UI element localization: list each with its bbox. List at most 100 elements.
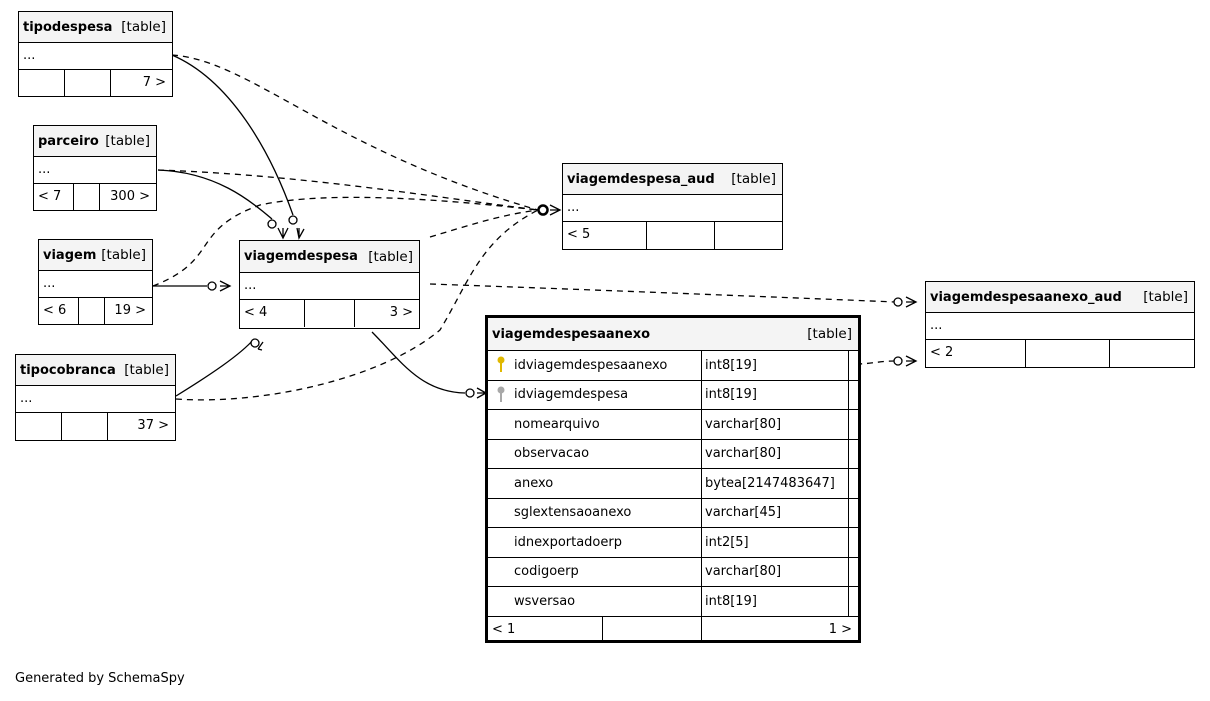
table-tipocobranca[interactable]: tipocobranca [table] ... 37 >: [15, 354, 176, 441]
table-row[interactable]: idviagemdespesa int8[19]: [488, 380, 858, 410]
column-name: sglextensaoanexo: [514, 505, 632, 521]
columns-ellipsis: ...: [34, 157, 156, 184]
crow-foot-mark: [257, 341, 264, 351]
table-viagemdespesa-aud[interactable]: viagemdespesa_aud [table] ... < 5: [562, 163, 783, 250]
column-name-cell: nomearquivo: [488, 410, 702, 439]
table-viagem[interactable]: viagem [table] ... < 6 19 >: [38, 239, 153, 325]
footer-parents: < 4: [240, 300, 305, 327]
column-name-cell: idviagemdespesa: [488, 380, 702, 409]
crow-foot-mark: [549, 204, 562, 216]
table-row[interactable]: codigoerp varchar[80]: [488, 557, 858, 587]
edge-end-circle: [207, 281, 217, 291]
foreign-key-icon: [497, 386, 505, 402]
generated-by-label: Generated by SchemaSpy: [15, 671, 185, 686]
column-spacer: [849, 469, 858, 498]
table-header: tipodespesa [table]: [19, 12, 172, 43]
table-parceiro[interactable]: parceiro [table] ... < 7 300 >: [33, 125, 157, 211]
columns-ellipsis: ...: [926, 313, 1194, 340]
table-type: [table]: [807, 326, 852, 342]
footer-rows: [603, 616, 702, 643]
table-header: parceiro [table]: [34, 126, 156, 157]
column-type: int8[19]: [702, 380, 849, 409]
table-header: tipocobranca [table]: [16, 355, 175, 386]
table-row[interactable]: wsversao int8[19]: [488, 587, 858, 617]
column-type: varchar[80]: [702, 410, 849, 439]
edge-end-circle: [537, 204, 549, 216]
edge-anexo-anexoaud: [855, 360, 896, 365]
edge-viagemdespesa-anexo: [371, 331, 466, 394]
footer-rows: [62, 413, 108, 440]
column-type: int8[19]: [702, 587, 849, 616]
table-header: viagemdespesaanexo_aud [table]: [926, 282, 1194, 313]
footer-rows: [1026, 340, 1110, 367]
table-name: tipocobranca: [20, 362, 116, 378]
table-name: parceiro: [38, 133, 99, 149]
footer-parents: [19, 70, 65, 97]
column-name: idviagemdespesa: [514, 387, 629, 403]
edge-end-circle: [288, 215, 298, 225]
crow-foot-mark: [277, 227, 289, 240]
column-name-cell: idviagemdespesaanexo: [488, 351, 702, 380]
edge-end-circle: [893, 356, 903, 366]
footer-rows: [65, 70, 111, 97]
footer-children: [715, 222, 782, 249]
footer-rows: [647, 222, 715, 249]
table-type: [table]: [101, 247, 146, 263]
crow-foot-mark: [905, 355, 918, 367]
edge-tipocobranca-aud: [175, 209, 539, 401]
crow-foot-mark: [219, 280, 232, 292]
footer-parents: [16, 413, 62, 440]
table-type: [table]: [731, 171, 776, 187]
footer-rows: [79, 298, 105, 325]
column-type: varchar[80]: [702, 557, 849, 586]
column-name-cell: observacao: [488, 439, 702, 468]
column-name-cell: anexo: [488, 469, 702, 498]
footer-children: 19 >: [114, 303, 146, 318]
column-type: int8[19]: [702, 351, 849, 380]
footer-parents: < 5: [563, 222, 647, 249]
column-spacer: [849, 381, 858, 410]
footer-children: 3 >: [389, 305, 413, 320]
column-name: codigoerp: [514, 564, 579, 580]
table-tipodespesa[interactable]: tipodespesa [table] ... 7 >: [18, 11, 173, 97]
column-type: varchar[80]: [702, 439, 849, 468]
column-name-cell: codigoerp: [488, 557, 702, 586]
column-spacer: [849, 587, 858, 616]
table-name: viagemdespesa_aud: [567, 171, 715, 187]
footer-parents: < 2: [926, 340, 1026, 367]
primary-key-icon: [497, 356, 505, 373]
table-type: [table]: [1143, 289, 1188, 305]
footer-children: [1110, 340, 1194, 367]
column-name: anexo: [514, 475, 554, 491]
table-viagemdespesa[interactable]: viagemdespesa [table] ... < 4 3 >: [239, 240, 420, 329]
edge-viagem-aud: [152, 196, 539, 287]
column-name-cell: wsversao: [488, 587, 702, 616]
table-header: viagem [table]: [39, 240, 152, 271]
edge-end-circle: [267, 219, 277, 229]
column-spacer: [849, 528, 858, 557]
columns-ellipsis: ...: [19, 43, 172, 70]
columns-ellipsis: ...: [39, 271, 152, 298]
table-name: tipodespesa: [23, 19, 113, 35]
edge-tipocobranca-viagemdespesa: [175, 338, 255, 397]
footer-children: 300 >: [110, 189, 150, 204]
table-row[interactable]: sglextensaoanexo varchar[45]: [488, 498, 858, 528]
table-viagemdespesaanexo[interactable]: viagemdespesaanexo [table] idviagemdespe…: [485, 315, 861, 643]
table-type: [table]: [105, 133, 150, 149]
crow-foot-mark: [296, 227, 305, 240]
edge-parceiro-aud: [157, 169, 539, 211]
edge-parceiro-viagemdespesa: [157, 169, 273, 220]
table-type: [table]: [368, 248, 413, 265]
column-type: varchar[45]: [702, 498, 849, 527]
column-name: wsversao: [514, 593, 576, 609]
table-viagemdespesaanexo-aud[interactable]: viagemdespesaanexo_aud [table] ... < 2: [925, 281, 1195, 368]
edge-viagemdespesa-anexoaud: [429, 283, 896, 303]
columns-ellipsis: ...: [16, 386, 175, 413]
table-type: [table]: [124, 362, 169, 378]
